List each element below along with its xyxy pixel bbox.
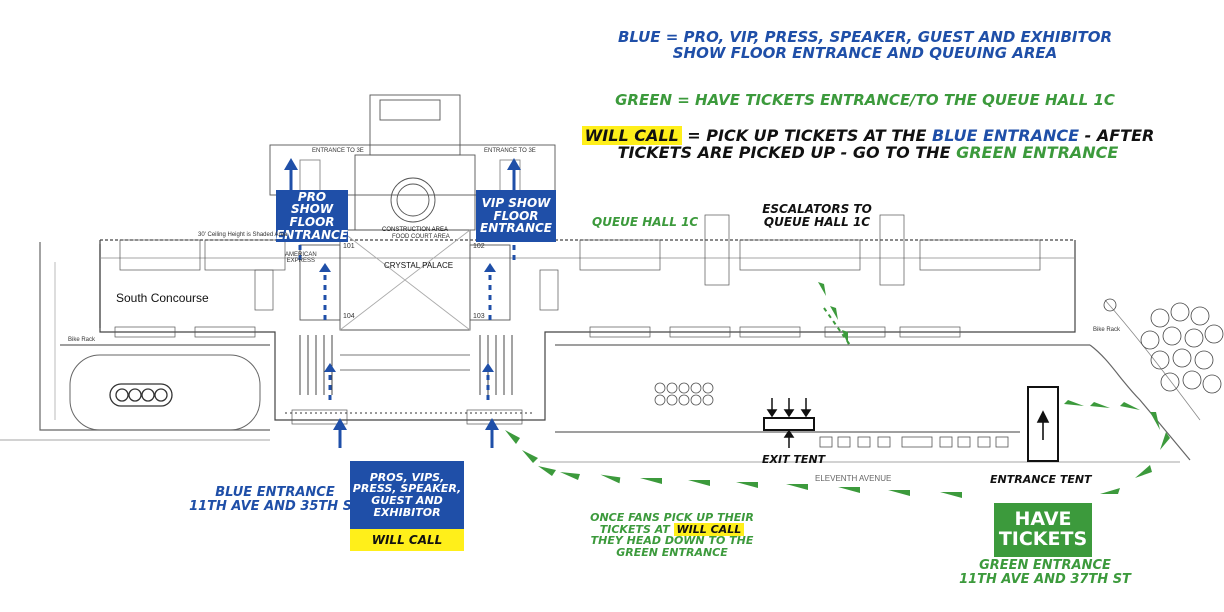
food-court-label: FOOD COURT AREA: [392, 234, 450, 240]
room-101: 101: [343, 243, 355, 250]
green-arrows: [505, 282, 1170, 498]
have-tickets-line1: HAVE: [1014, 508, 1072, 531]
fans-line3: THEY HEAD DOWN TO THE: [590, 534, 754, 548]
entrance-tent-label: ENTRANCE TENT: [990, 473, 1092, 486]
pro-show-floor-entrance: PRO SHOW FLOOR ENTRANCE: [276, 190, 348, 242]
green-entrance-line2: 11TH AVE AND 37TH ST: [959, 571, 1131, 587]
building-outline: [0, 239, 1201, 463]
vip-line1: VIP SHOW: [481, 196, 551, 211]
trees: [1103, 298, 1224, 394]
hall-details: [119, 214, 1041, 311]
blue-box-line4: EXHIBITOR: [373, 505, 441, 519]
legend-green-entrance: GREEN ENTRANCE: [956, 142, 1119, 162]
legend-blue-entrance: BLUE ENTRANCE: [932, 126, 1080, 145]
legend-willcall-text-b: - AFTER: [1079, 126, 1155, 145]
parking-marks: [819, 436, 1009, 448]
entrance-tent-arrow: [1036, 410, 1050, 440]
queue-hall-label: QUEUE HALL 1C: [592, 215, 699, 229]
blue-entrance-line1: BLUE ENTRANCE: [215, 485, 335, 500]
south-concourse-label: South Concourse: [116, 291, 209, 305]
entrance-to-3e-right: ENTRANCE TO 3E: [484, 148, 536, 154]
legend-willcall-line2: TICKETS ARE PICKED UP - GO TO THE GREEN …: [578, 142, 1158, 162]
blue-arrowheads: [284, 158, 521, 430]
entrance-to-3e-left: ENTRANCE TO 3E: [312, 148, 364, 154]
will-call-box: WILL CALL: [350, 529, 464, 551]
fans-line2-a: TICKETS AT: [599, 522, 674, 536]
escalators-line1: ESCALATORS TO: [762, 202, 872, 216]
bike-rack-right: Bike Rack: [1093, 327, 1121, 333]
legend-green: GREEN = HAVE TICKETS ENTRANCE/TO THE QUE…: [615, 91, 1115, 109]
blue-box-line3: GUEST AND: [371, 494, 443, 507]
legend-blue: BLUE = PRO, VIP, PRESS, SPEAKER, GUEST A…: [600, 28, 1130, 62]
fans-line4: GREEN ENTRANCE: [616, 545, 728, 559]
legend-blue-line2: SHOW FLOOR ENTRANCE AND QUEUING AREA: [672, 43, 1058, 62]
north-building: [269, 94, 556, 331]
pro-line3: ENTRANCE: [276, 227, 348, 242]
amex-line1: AMERICAN: [285, 252, 317, 258]
pro-line1: PRO SHOW: [290, 189, 334, 217]
eleventh-avenue-label: ELEVENTH AVENUE: [815, 474, 892, 483]
room-102: 102: [473, 243, 485, 250]
american-express-label: AMERICAN EXPRESS: [285, 252, 317, 264]
vip-line3: ENTRANCE: [480, 221, 552, 236]
exit-tent-label: EXIT TENT: [762, 453, 826, 466]
bus-loop: [69, 354, 261, 431]
fans-note: ONCE FANS PICK UP THEIR TICKETS AT WILL …: [572, 512, 772, 558]
vip-line2: FLOOR: [493, 208, 539, 223]
fans-line1: ONCE FANS PICK UP THEIR: [590, 511, 754, 524]
green-entrance-label: GREEN ENTRANCE 11TH AVE AND 37TH ST: [950, 559, 1140, 586]
have-tickets-line2: TICKETS: [998, 528, 1088, 550]
legend-willcall-text-a: = PICK UP TICKETS AT THE: [681, 126, 933, 145]
room-104: 104: [343, 313, 355, 320]
green-entrance-line1: GREEN ENTRANCE: [979, 558, 1111, 573]
escalators-line2: QUEUE HALL 1C: [763, 214, 871, 229]
crystal-palace-label: CRYSTAL PALACE: [384, 261, 454, 270]
escalators-label: ESCALATORS TO QUEUE HALL 1C: [752, 203, 882, 228]
circle-row: [109, 383, 173, 407]
fans-will-call: WILL CALL: [673, 522, 745, 536]
fans-line2: TICKETS AT WILL CALL: [572, 522, 772, 536]
have-tickets-box: HAVE TICKETS: [994, 503, 1092, 557]
legend-willcall: WILL CALL = PICK UP TICKETS AT THE BLUE …: [578, 126, 1158, 162]
planters: [654, 382, 714, 406]
blue-box-line2: PRESS, SPEAKER,: [352, 482, 462, 496]
blue-entrance-label: BLUE ENTRANCE 11TH AVE AND 35TH ST: [170, 486, 380, 513]
ceiling-note: 30' Ceiling Height is Shaded Area: [198, 232, 288, 238]
vip-show-floor-entrance: VIP SHOW FLOOR ENTRANCE: [476, 190, 556, 242]
pro-line2: FLOOR: [289, 215, 335, 229]
blue-box-line1: PROS, VIPS,: [369, 470, 445, 484]
exit-tent-arrows: [766, 398, 812, 448]
legend-willcall-line2-a: TICKETS ARE PICKED UP - GO TO THE: [617, 142, 957, 162]
legend-blue-line1: BLUE = PRO, VIP, PRESS, SPEAKER, GUEST A…: [617, 28, 1113, 46]
pros-vips-box: PROS, VIPS, PRESS, SPEAKER, GUEST AND EX…: [350, 461, 464, 529]
construction-area-label: CONSTRUCTION AREA: [382, 227, 449, 233]
bike-rack-left: Bike Rack: [68, 337, 96, 343]
will-call-highlight: WILL CALL: [581, 126, 682, 145]
blue-entrance-line2: 11TH AVE AND 35TH ST: [189, 498, 361, 514]
room-103: 103: [473, 313, 485, 320]
truss-rows: [114, 326, 961, 425]
exit-tent-shape: [763, 417, 815, 431]
queue-lanes: [285, 335, 535, 414]
amex-line2: EXPRESS: [286, 258, 316, 264]
legend-willcall-line1: WILL CALL = PICK UP TICKETS AT THE BLUE …: [578, 126, 1158, 145]
